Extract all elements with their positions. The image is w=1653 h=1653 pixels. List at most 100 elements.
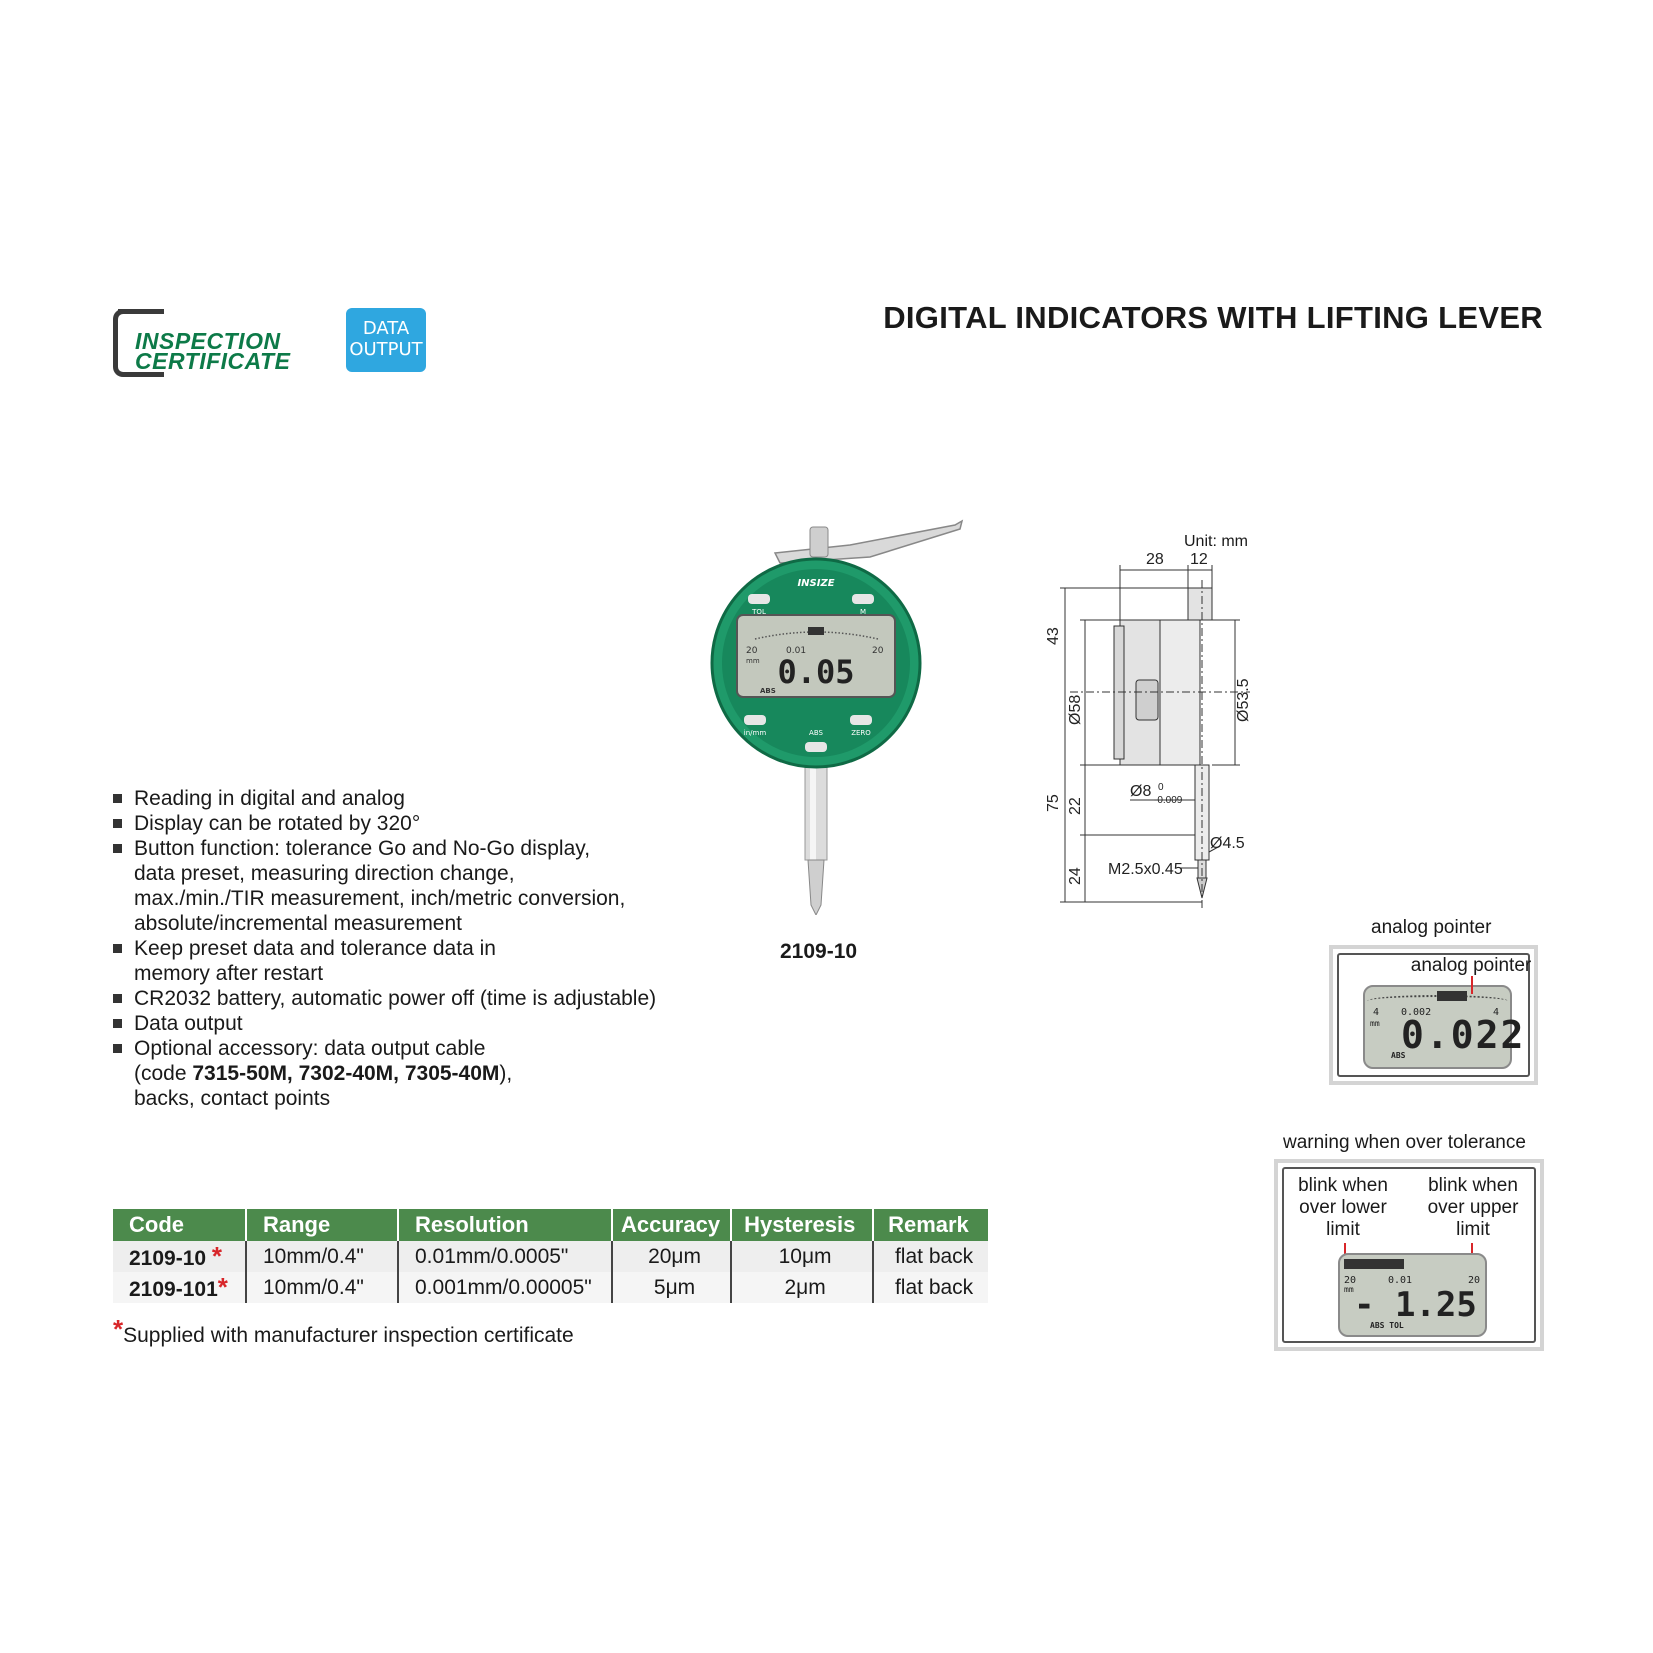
warning-res: 0.01 [1388,1275,1413,1286]
star-mark: * [211,1241,223,1271]
analog-unit: mm [1370,1019,1380,1028]
col-remark: Remark [872,1209,989,1241]
dim-12: 12 [1190,551,1208,568]
warning-pointer-bar [1344,1259,1404,1269]
accessory-line1: Optional accessory: data output cable [134,1037,486,1060]
cell-code: 2109-101* [113,1272,246,1303]
panel-frame [1337,953,1530,1077]
dim-58: Ø58 [1067,695,1084,725]
dimension-drawing: 28 12 43 Ø58 Ø53.5 75 22 24 Ø8 0 -0.009 … [1045,551,1252,910]
dim-thread: M2.5x0.45 [1108,861,1183,878]
drawing-unit: Unit: mm [1184,533,1248,550]
abs-label: ABS [809,729,823,737]
analog-lcd: 4 4 mm 0.002 0.022 ABS [1363,985,1523,1069]
col-code: Code [113,1209,246,1241]
feature-item: Reading in digital and analog [113,786,713,811]
lifting-lever [773,519,964,564]
lcd-scale-left: 20 [746,646,758,656]
cell-range: 10mm/0.4" [245,1241,398,1272]
analog-scale-right: 4 [1493,1007,1500,1018]
cell-remark: flat back [872,1241,989,1272]
zero-button [850,715,872,725]
cell-accuracy: 20μm [610,1241,732,1272]
digital-indicator-illustration: 0.05 0.01 20 mm 20 ABS INSIZE TOL M in/m… [710,519,964,915]
cell-code: 2109-10 * [113,1241,246,1272]
cell-hysteresis: 2μm [730,1272,874,1303]
analog-callout-title: analog pointer [1371,917,1492,938]
feature-list: Reading in digital and analog Display ca… [113,786,713,1111]
table-row: 2109-101* 10mm/0.4" 0.001mm/0.00005" 5μm… [113,1272,989,1303]
warning-reading: - 1.25 [1354,1285,1477,1325]
upper-limit-label: blink when over upper limit [1427,1175,1519,1240]
tol-button [748,594,770,604]
footnote-star: * [113,1314,124,1344]
cell-remark: flat back [872,1272,989,1303]
dim-75: 75 [1045,794,1062,812]
m-label: M [860,608,866,616]
dim-28: 28 [1146,551,1164,568]
analog-pointer-panel: analog pointer 4 4 mm 0.002 0.022 ABS [1329,945,1538,1085]
dim-8-upper: 0 [1158,782,1164,793]
col-range: Range [245,1209,398,1241]
warning-callout-title: warning when over tolerance [1283,1132,1526,1153]
warning-panel: blink when over lower limit blink when o… [1274,1159,1544,1351]
analog-pointer-label: analog pointer [1410,955,1532,976]
lcd-abs: ABS [760,687,776,695]
panel-frame [1282,1167,1536,1343]
drawing-top [1187,587,1213,621]
analog-abs: ABS [1391,1051,1406,1060]
feature-item: Keep preset data and tolerance data in m… [113,936,544,986]
cell-resolution: 0.001mm/0.00005" [397,1272,612,1303]
dim-4-5: Ø4.5 [1210,835,1245,852]
spec-table: Code Range Resolution Accuracy Hysteresi… [113,1209,989,1303]
zero-label: ZERO [851,729,871,737]
lower-limit-label: blink when over lower limit [1298,1175,1388,1240]
star-mark: * [217,1272,228,1302]
cell-range: 10mm/0.4" [245,1272,398,1303]
accessory-line3: backs, contact points [134,1087,331,1110]
analog-pointer-marker [1471,976,1473,994]
feature-item: Data output [113,1011,713,1036]
certificate-frame-icon [113,309,164,377]
certificate-badge-text: INSPECTION CERTIFICATE [135,328,291,374]
drawing-button [1135,679,1159,721]
cell-resolution: 0.01mm/0.0005" [397,1241,612,1272]
footnote-text: Supplied with manufacturer inspection ce… [123,1324,574,1347]
brand-logo: INSIZE [797,578,834,589]
stem-highlight [810,760,816,860]
dim-line [1208,845,1221,853]
lcd-scale-right: 20 [872,646,884,656]
analog-pointer-bar [1437,991,1467,1001]
col-resolution: Resolution [397,1209,612,1241]
page-title: DIGITAL INDICATORS WITH LIFTING LEVER [883,300,1543,335]
abs-button [805,742,827,752]
feature-item: Button function: tolerance Go and No-Go … [113,836,634,936]
dim-8-lower: -0.009 [1154,795,1183,806]
warning-scale-left: 20 [1344,1275,1357,1286]
warning-lcd: 20 20 mm 0.01 - 1.25 ABS TOL [1338,1253,1487,1337]
accessory-codes-line: (code 7315-50M, 7302-40M, 7305-40M), [134,1062,513,1085]
footnote: *Supplied with manufacturer inspection c… [113,1314,574,1349]
analog-scale-left: 4 [1373,1007,1380,1018]
col-hysteresis: Hysteresis [730,1209,874,1241]
m-button [852,594,874,604]
dim-22: 22 [1067,797,1084,815]
lcd-pointer-bar [808,627,824,635]
table-header-row: Code Range Resolution Accuracy Hysteresi… [113,1209,989,1241]
cell-hysteresis: 10μm [730,1241,874,1272]
analog-reading: 0.022 [1401,1013,1526,1057]
accessory-codes: 7315-50M, 7302-40M, 7305-40M [192,1062,500,1085]
tol-label: TOL [751,608,766,616]
inmm-label: in/mm [744,729,767,737]
data-output-badge: DATA OUTPUT [346,308,426,372]
warning-unit: mm [1344,1285,1354,1294]
lcd-reading: 0.05 [777,653,854,691]
product-caption: 2109-10 [780,940,858,963]
feature-item: CR2032 battery, automatic power off (tim… [113,986,713,1011]
dim-43: 43 [1045,627,1062,645]
top-cap [809,526,829,558]
col-accuracy: Accuracy [610,1209,732,1241]
warning-scale-right: 20 [1468,1275,1481,1286]
dim-53-5: Ø53.5 [1235,678,1252,722]
dim-8: Ø8 [1130,783,1151,800]
